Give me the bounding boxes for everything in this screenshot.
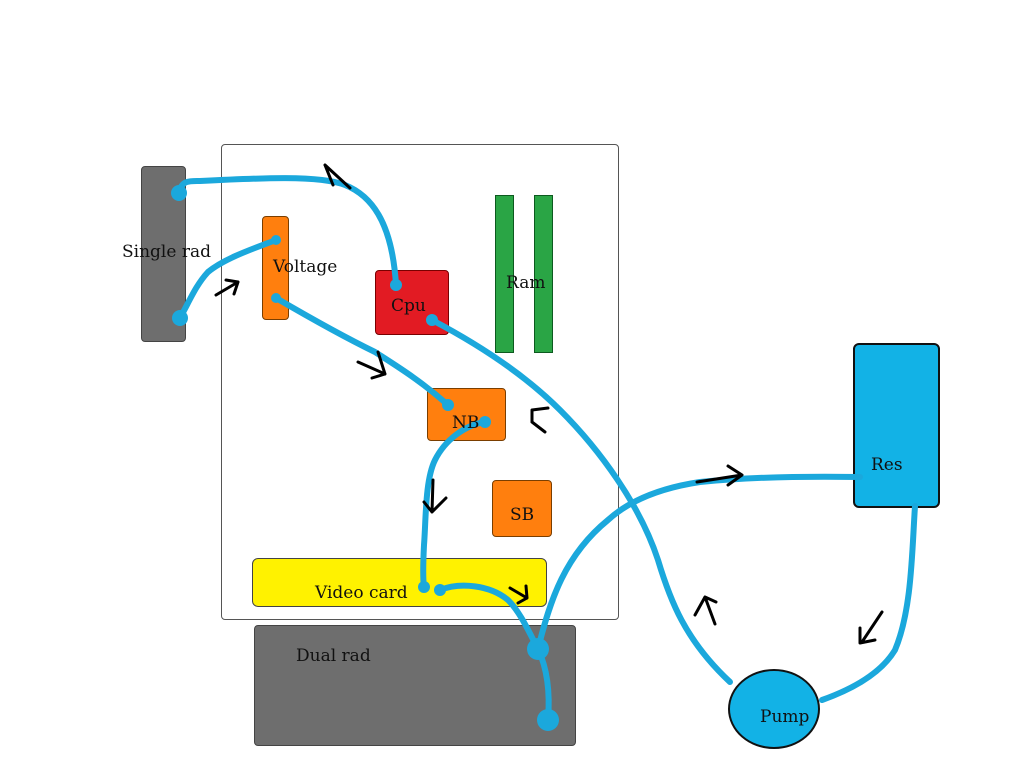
- arrow-right-single-rad: [214, 278, 240, 297]
- single-rad-label: Single rad: [122, 242, 211, 262]
- fitting-video-in: [418, 581, 430, 593]
- nb-label: NB: [452, 413, 480, 433]
- tube-single-rad-to-voltage: [177, 237, 279, 321]
- res-label: Res: [871, 455, 903, 475]
- arrow-up-left: [323, 163, 352, 190]
- pump-label: Pump: [760, 707, 810, 727]
- ram-label: Ram: [506, 273, 546, 293]
- fitting-cpu-in: [390, 279, 402, 291]
- arrow-down-left-res: [858, 610, 884, 645]
- video-card-label: Video card: [315, 583, 408, 603]
- arrow-right-video: [508, 584, 529, 605]
- tube-cpu-to-pump: [429, 317, 733, 685]
- tube-res-to-pump: [819, 503, 918, 703]
- tube-single-rad-to-cpu: [176, 175, 399, 288]
- arrow-down-nb: [422, 478, 448, 514]
- arrow-right-res-line: [695, 464, 744, 487]
- fitting-dual-rad-top: [527, 638, 549, 660]
- dual-rad-label: Dual rad: [296, 646, 371, 666]
- ram-stick-2: [534, 195, 553, 353]
- tube-video-to-dual-rad: [437, 582, 541, 652]
- cpu-label: Cpu: [391, 296, 426, 316]
- fitting-nb-in: [442, 399, 454, 411]
- southbridge: [492, 480, 552, 537]
- tube-voltage-to-nb: [273, 295, 451, 408]
- sb-label: SB: [510, 505, 535, 525]
- arrow-down-right-voltage: [356, 350, 387, 380]
- fitting-dual-rad-bottom: [537, 709, 559, 731]
- arrow-up-pump-line: [693, 595, 718, 626]
- voltage-label: Voltage: [273, 257, 338, 277]
- tube-nb-to-video: [420, 419, 488, 590]
- ram-stick-1: [495, 195, 514, 353]
- fitting-video-out: [434, 584, 446, 596]
- fitting-single-rad-top: [171, 185, 187, 201]
- tubing: [176, 175, 918, 723]
- fitting-cpu-out: [426, 314, 438, 326]
- arrow-up-cpu-return: [530, 406, 550, 434]
- fittings: [171, 185, 559, 731]
- fitting-single-rad-bottom: [172, 310, 188, 326]
- tube-dual-rad-to-res: [535, 473, 863, 652]
- dual-radiator: [254, 625, 576, 746]
- pump: [728, 669, 820, 749]
- flow-arrows: [214, 163, 884, 645]
- fitting-voltage-top: [271, 235, 281, 245]
- fitting-nb-out: [479, 416, 491, 428]
- reservoir: [853, 343, 940, 508]
- fitting-voltage-bottom: [271, 293, 281, 303]
- video-card: [252, 558, 547, 607]
